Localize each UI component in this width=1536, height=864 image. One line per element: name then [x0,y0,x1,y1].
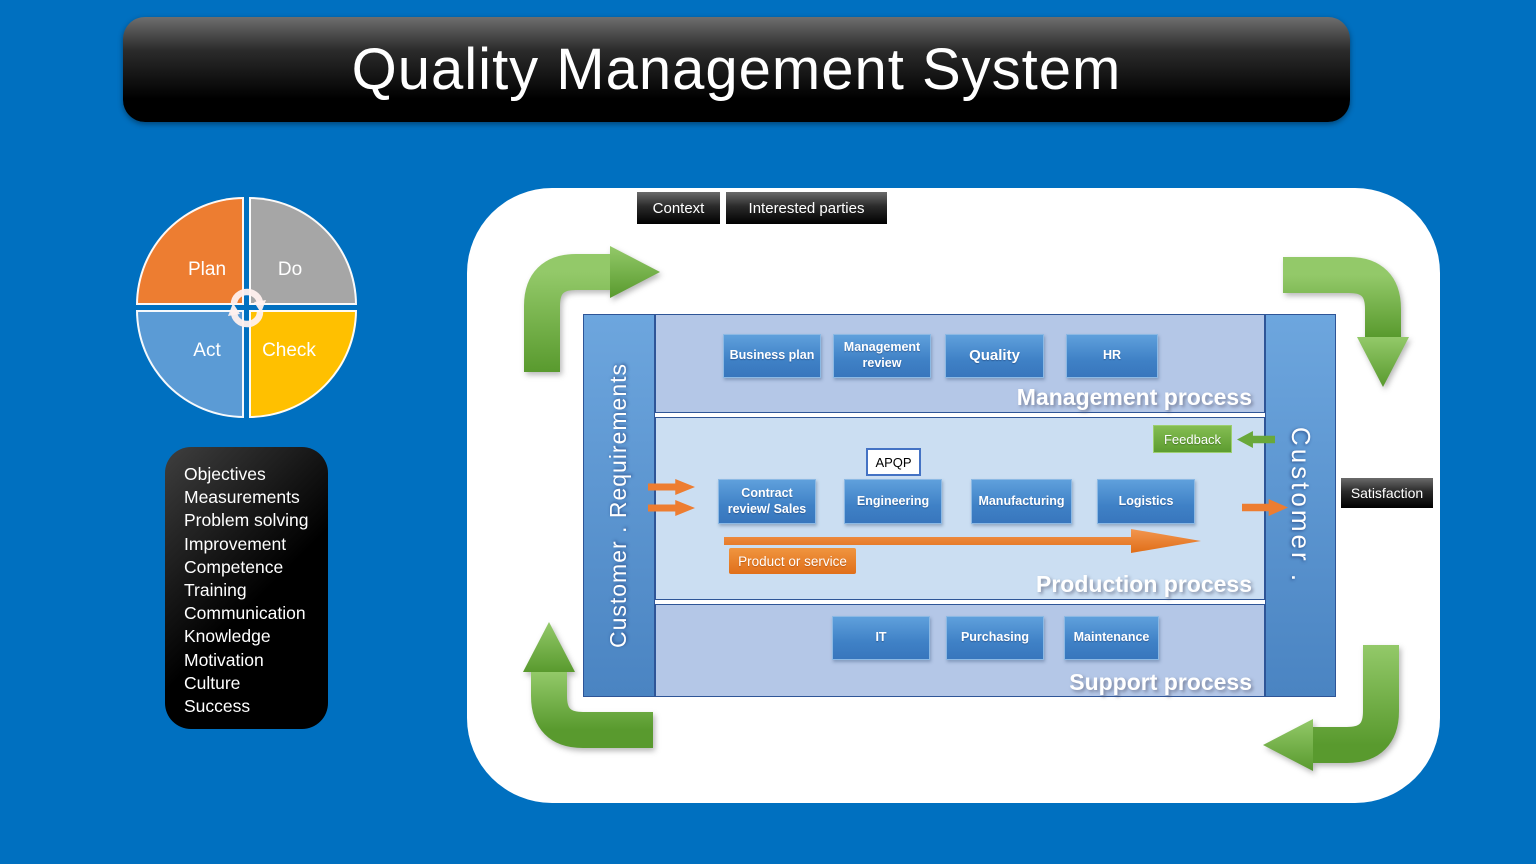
product-or-service-chip: Product or service [729,548,856,574]
pdca-check-label: Check [262,340,316,361]
topic-item: Communication [184,603,306,624]
production-process-section: Feedback APQP Contract review/ Sales Eng… [648,417,1288,600]
production-process-title: Production process [1036,571,1252,597]
input-arrow-icon [648,479,695,495]
maintenance-box: Maintenance [1064,616,1159,660]
flow-arrow-bottom-left-icon [523,622,653,748]
satisfaction-label: Satisfaction [1350,485,1424,501]
logistics-box: Logistics [1097,479,1195,524]
flow-arrow-top-right-icon [1283,257,1409,387]
pdca-wheel: Plan Do Act Check [136,197,357,418]
context-label: Context [652,199,705,217]
topic-item: Competence [184,556,284,577]
support-process-section: IT Purchasing Maintenance Support proces… [655,604,1265,697]
pdca-act-label: Act [193,340,221,361]
topic-item: Improvement [184,533,287,554]
interested-parties-label: Interested parties [748,199,865,217]
business-plan-box: Business plan [723,334,821,378]
management-review-box: Management review [833,334,931,378]
manufacturing-box: Manufacturing [971,479,1072,524]
management-process-title: Management process [1016,384,1252,410]
it-box: IT [832,616,930,660]
management-process-section: Business plan Management review Quality … [655,314,1265,413]
customer-label: Customer . [1286,426,1316,585]
topic-item: Knowledge [184,626,271,647]
topic-item: Motivation [184,649,264,670]
production-flow-arrow-icon [724,529,1201,553]
pdca-do-label: Do [277,259,303,280]
process-diagram: Customer . Requirements Customer . Busin… [583,314,1336,697]
flow-arrow-bottom-right-icon [1263,645,1399,771]
apqp-box: APQP [866,448,921,476]
pdca-plan-label: Plan [187,259,227,280]
purchasing-box: Purchasing [946,616,1044,660]
customer-requirements-bar: Customer . Requirements [583,314,655,697]
input-arrow-icon [648,500,695,516]
engineering-box: Engineering [844,479,942,524]
satisfaction-chip: Satisfaction [1341,478,1433,508]
topic-item: Problem solving [184,510,309,531]
interested-parties-chip: Interested parties [726,192,887,224]
hr-box: HR [1066,334,1158,378]
topics-list: Objectives Measurements Problem solving … [165,447,328,729]
topic-item: Training [184,580,247,601]
topic-item: Measurements [184,487,300,508]
topic-item: Culture [184,672,241,693]
quality-box: Quality [945,334,1044,378]
context-chip: Context [637,192,720,224]
support-process-title: Support process [1069,669,1252,695]
topic-item: Success [184,696,251,717]
page-title: Quality Management System [351,37,1122,102]
title-bar: Quality Management System [123,17,1350,122]
flow-arrow-top-left-icon [524,246,660,372]
feedback-box: Feedback [1153,425,1232,453]
contract-review-sales-box: Contract review/ Sales [718,479,816,524]
cycle-refresh-icon [227,288,266,327]
customer-requirements-label: Customer . Requirements [605,362,632,649]
topic-item: Objectives [184,464,266,484]
